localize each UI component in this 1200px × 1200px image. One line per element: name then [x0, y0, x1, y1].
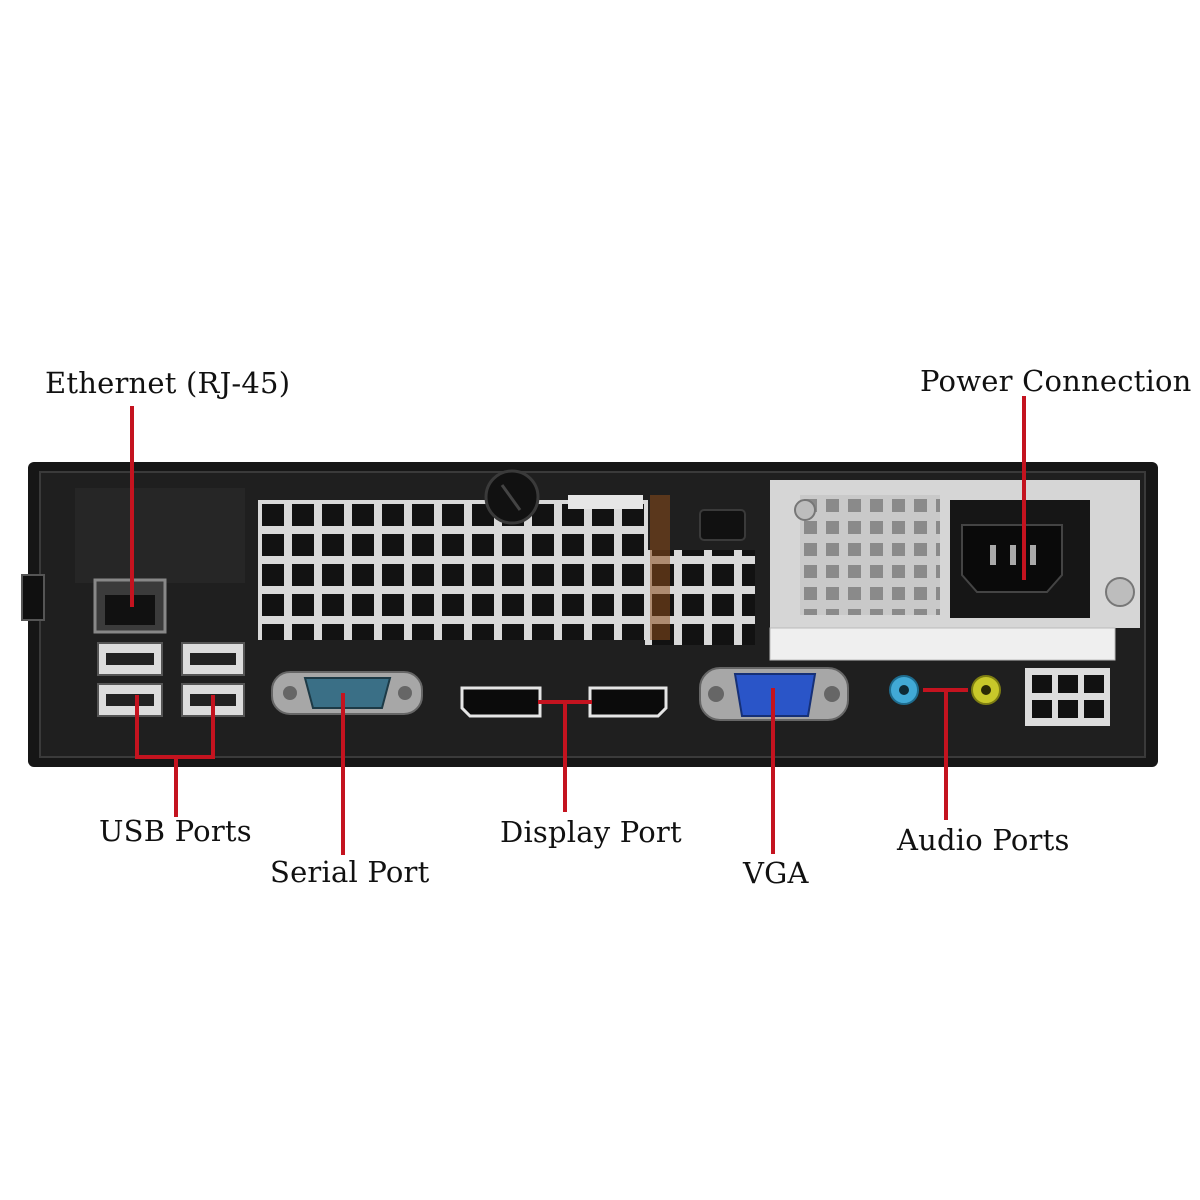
- ethernet-label: Ethernet (RJ-45): [45, 366, 291, 400]
- callout-lines: [130, 396, 1026, 855]
- audio-ports: [889, 675, 1001, 705]
- power-connector: [961, 524, 1063, 593]
- barcode-sticker: [769, 627, 1116, 661]
- audio-ports-label: Audio Ports: [897, 823, 1070, 857]
- power-supply: [770, 480, 1140, 628]
- usb-ports-label: USB Ports: [99, 814, 252, 848]
- expansion-slot: [1025, 668, 1110, 726]
- vga-label: VGA: [743, 856, 809, 890]
- usb-ports: [97, 642, 245, 717]
- display-port-label: Display Port: [500, 815, 682, 849]
- brand-logo: [484, 469, 540, 525]
- display-ports: [460, 686, 668, 718]
- power-connection-label: Power Connection: [920, 364, 1192, 398]
- vent-grille: [258, 495, 755, 645]
- serial-port: [271, 671, 423, 715]
- serial-port-label: Serial Port: [270, 855, 430, 889]
